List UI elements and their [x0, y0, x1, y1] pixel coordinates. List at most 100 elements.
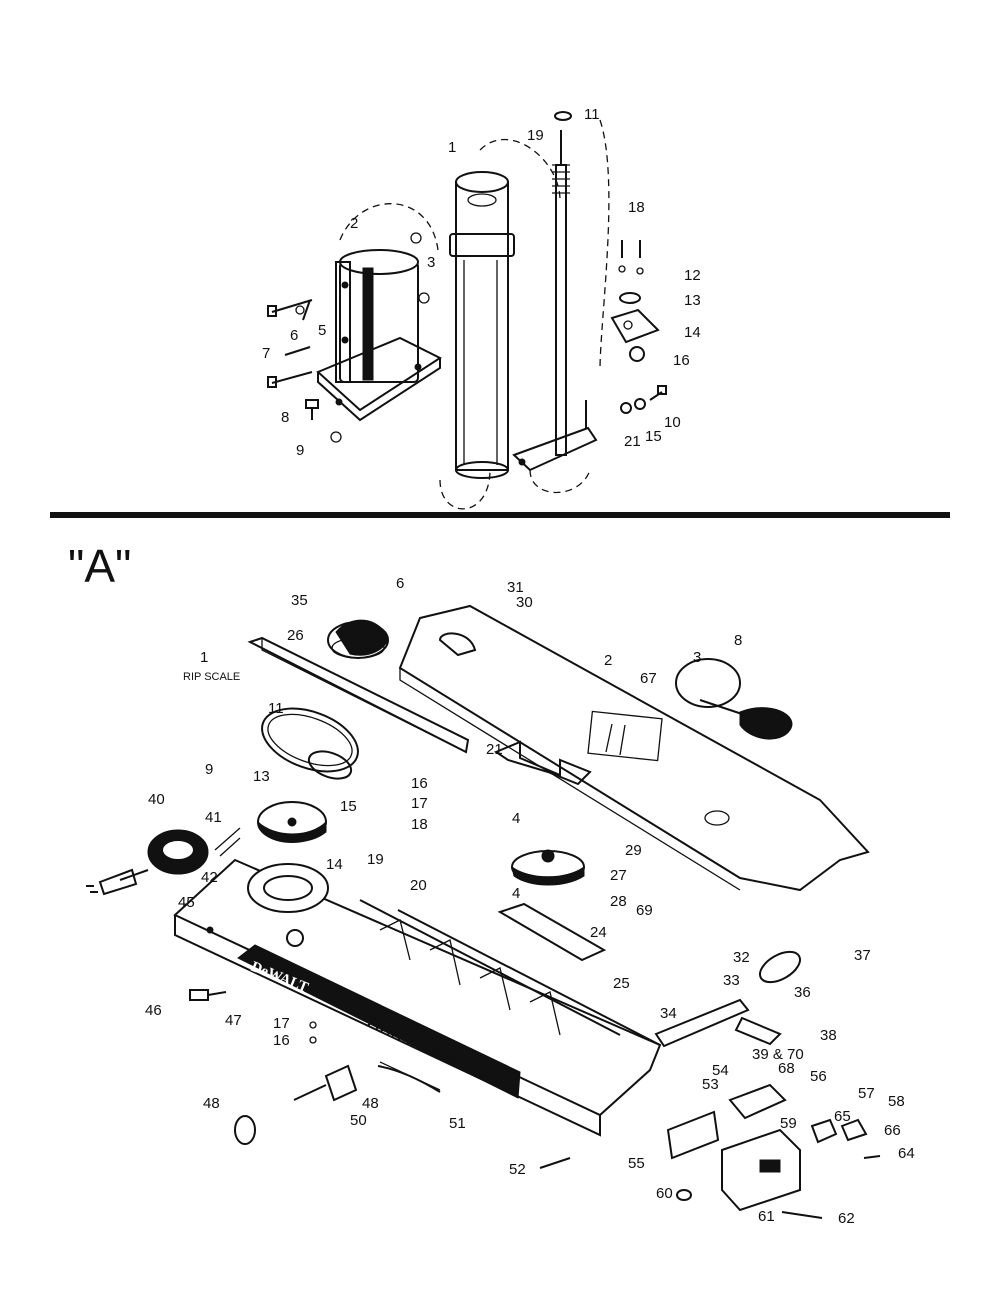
callout-label: 41 — [205, 809, 222, 826]
miter-knob — [327, 619, 389, 659]
callout-label: 24 — [590, 924, 607, 941]
callout-label: 62 — [838, 1210, 855, 1227]
callout-label: 15 — [645, 428, 662, 445]
callout-label: 2 — [350, 215, 358, 232]
callout-label: 33 — [723, 972, 740, 989]
callout-label: 4 — [512, 810, 520, 827]
callout-label: 2 — [604, 652, 612, 669]
callout-label: 16 — [273, 1032, 290, 1049]
rip-scale-label: RIP SCALE — [183, 671, 240, 683]
callout-label: 18 — [411, 816, 428, 833]
plate — [497, 902, 607, 962]
bracket — [493, 740, 592, 786]
callout-label: 16 — [411, 775, 428, 792]
callout-label: 39 & 70 — [752, 1046, 804, 1063]
callout-label: 27 — [610, 867, 627, 884]
section-label: "A" — [68, 540, 131, 592]
callout-label: 17 — [273, 1015, 290, 1032]
elevating-screw — [512, 111, 598, 472]
callout-label: 8 — [734, 632, 742, 649]
upper-callout-labels: 1 2 3 5 6 7 8 9 10 11 12 13 14 15 16 18 … — [262, 106, 701, 459]
rip-scale — [247, 636, 470, 754]
callout-label: 17 — [411, 795, 428, 812]
callout-label: 5 — [318, 322, 326, 339]
callout-label: 18 — [628, 199, 645, 216]
callout-label: 14 — [684, 324, 701, 341]
callout-label: 1 — [448, 139, 456, 156]
callout-label: 45 — [178, 894, 195, 911]
callout-label: 36 — [794, 984, 811, 1001]
callout-label: 26 — [287, 627, 304, 644]
upper-column-assembly: 1 2 3 5 6 7 8 9 10 11 12 13 14 15 16 18 … — [262, 106, 701, 510]
callout-label: 59 — [780, 1115, 797, 1132]
section-divider — [50, 512, 950, 518]
callout-label: 65 — [834, 1108, 851, 1125]
gear — [511, 849, 585, 886]
callout-label: 54 — [712, 1062, 729, 1079]
callout-label: 46 — [145, 1002, 162, 1019]
callout-label: 61 — [758, 1208, 775, 1225]
callout-label: 8 — [281, 409, 289, 426]
callout-label: 19 — [367, 851, 384, 868]
drive-belt — [261, 707, 359, 780]
callout-label: 11 — [584, 106, 600, 123]
callout-label: 64 — [898, 1145, 915, 1162]
callout-label: 15 — [340, 798, 357, 815]
callout-label: 13 — [253, 768, 270, 785]
callout-label: 29 — [625, 842, 642, 859]
callout-label: 9 — [205, 761, 213, 778]
callout-label: 3 — [693, 649, 701, 666]
clamp-handle — [654, 950, 801, 1048]
callout-label: 57 — [858, 1085, 875, 1102]
callout-label: 25 — [613, 975, 630, 992]
callout-label: 21 — [624, 433, 641, 450]
callout-label: 35 — [291, 592, 308, 609]
callout-label: 60 — [656, 1185, 673, 1202]
callout-label: 68 — [778, 1060, 795, 1077]
callout-label: 20 — [410, 877, 427, 894]
callout-label: 30 — [516, 594, 533, 611]
lower-callout-labels: 1 2 3 4 4 6 8 9 11 13 14 15 16 16 17 17 … — [145, 575, 915, 1227]
callout-label: 19 — [527, 127, 544, 144]
callout-label: 3 — [427, 254, 435, 271]
arm-body: DeWALT POWER SHOP — [173, 858, 662, 1137]
callout-label: 28 — [610, 893, 627, 910]
pulley — [257, 801, 327, 843]
callout-label: 67 — [640, 670, 657, 687]
callout-label: 48 — [362, 1095, 379, 1112]
callout-label: 48 — [203, 1095, 220, 1112]
lower-left-hardware — [189, 989, 571, 1169]
rod — [397, 909, 661, 1046]
arm-assembly: DeWALT POWER SHOP — [86, 575, 915, 1227]
callout-label: 58 — [888, 1093, 905, 1110]
callout-label: 38 — [820, 1027, 837, 1044]
callout-label: 6 — [290, 327, 298, 344]
callout-label: 56 — [810, 1068, 827, 1085]
column-base — [316, 249, 443, 422]
callout-label: 53 — [702, 1076, 719, 1093]
callout-label: 16 — [673, 352, 690, 369]
callout-label: 51 — [449, 1115, 466, 1132]
callout-label: 14 — [326, 856, 343, 873]
callout-label: 6 — [396, 575, 404, 592]
column-tube — [449, 171, 515, 479]
callout-label: 69 — [636, 902, 653, 919]
callout-label: 52 — [509, 1161, 526, 1178]
power-cord — [86, 827, 241, 896]
callout-label: 40 — [148, 791, 165, 808]
callout-label: 34 — [660, 1005, 677, 1022]
callout-label: 10 — [664, 414, 681, 431]
callout-label: 37 — [854, 947, 871, 964]
base-fasteners — [267, 232, 430, 443]
callout-label: 7 — [262, 345, 270, 362]
callout-label: 47 — [225, 1012, 242, 1029]
callout-label: 50 — [350, 1112, 367, 1129]
arm-latch-handle — [675, 658, 793, 740]
callout-label: 32 — [733, 949, 750, 966]
right-hardware — [610, 240, 667, 414]
callout-label: 1 — [200, 649, 208, 666]
callout-label: 11 — [268, 700, 284, 717]
callout-label: 42 — [201, 869, 218, 886]
callout-label: 31 — [507, 579, 524, 596]
